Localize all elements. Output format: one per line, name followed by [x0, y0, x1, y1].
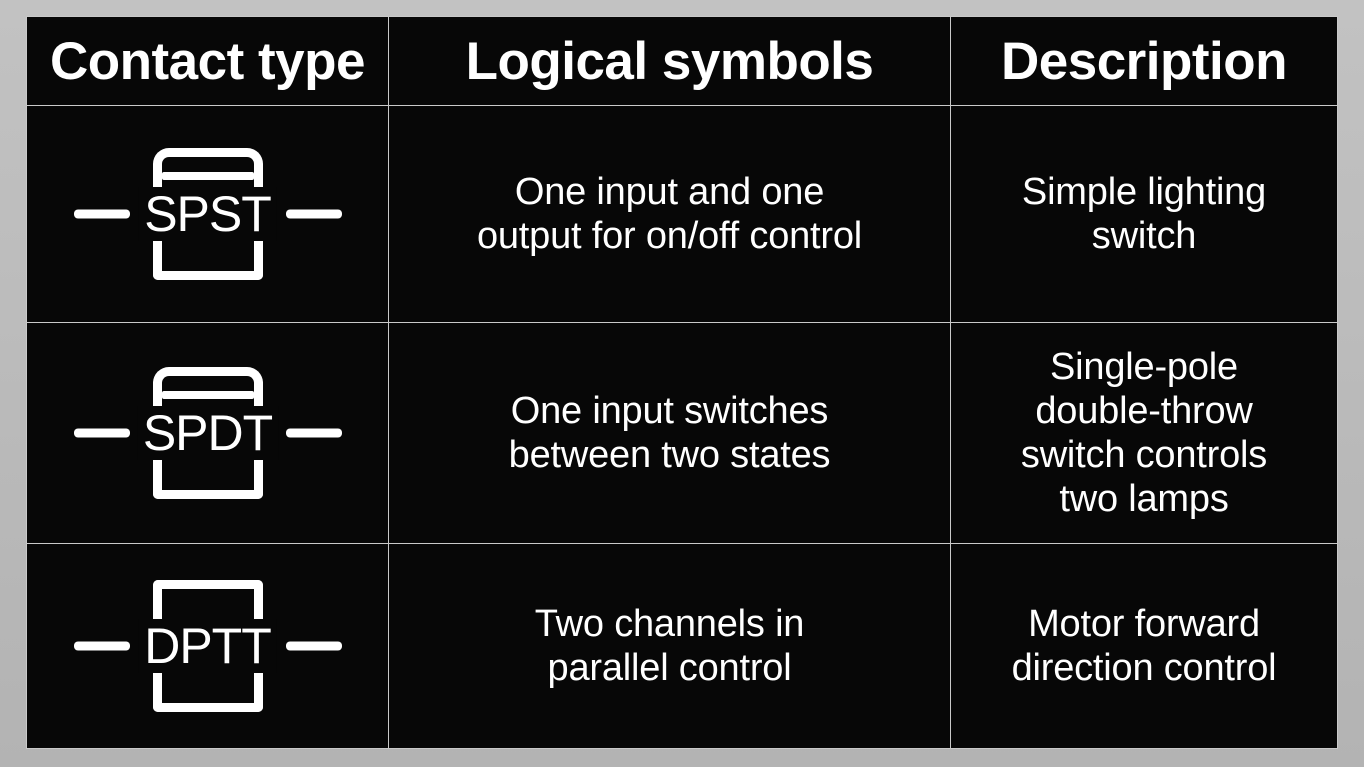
table-row: SPDT One input switches between two stat…	[26, 322, 1338, 544]
logical-symbol-cell: Two channels in parallel control	[388, 543, 951, 749]
symbol-bracket-bottom-icon	[152, 666, 263, 712]
symbol-lead-right-icon	[285, 641, 342, 651]
description-line: switch controls	[1020, 434, 1268, 476]
logical-symbol-line: between two states	[508, 434, 831, 476]
switch-symbol-spdt: SPDT	[73, 367, 342, 499]
contact-type-symbol-cell-dptt: DPTT	[26, 543, 389, 749]
column-header-contact-type: Contact type	[26, 16, 389, 106]
table-row: SPST One input and one output for on/off…	[26, 105, 1338, 323]
table-header-row: Contact type Logical symbols Description	[26, 16, 1338, 106]
logical-symbol-line: One input switches	[510, 389, 829, 432]
symbol-label: SPST	[138, 187, 277, 241]
description-line: Single-pole	[1050, 345, 1238, 388]
symbol-lead-left-icon	[73, 209, 130, 219]
logical-symbol-cell: One input switches between two states	[388, 322, 951, 544]
symbol-lead-right-icon	[285, 428, 342, 438]
logical-symbol-line: Two channels in	[534, 602, 805, 645]
table-body: SPST One input and one output for on/off…	[26, 105, 1338, 749]
table-row: DPTT Two channels in parallel control Mo…	[26, 543, 1338, 749]
symbol-bracket-top-icon	[152, 367, 263, 413]
description-line: Simple lighting	[1021, 170, 1267, 213]
symbol-lead-left-icon	[73, 641, 130, 651]
column-header-description: Description	[950, 16, 1338, 106]
table-header: Contact type Logical symbols Description	[26, 16, 1338, 106]
description-line: double-throw	[1035, 389, 1253, 432]
contact-type-symbol-cell-spst: SPST	[26, 105, 389, 323]
symbol-drawer-line-icon	[161, 391, 254, 399]
description-line: Motor forward	[1028, 602, 1260, 645]
logical-symbol-line: output for on/off control	[476, 215, 863, 257]
description-cell: Motor forward direction control	[950, 543, 1338, 749]
switch-symbol-dptt: DPTT	[73, 580, 342, 712]
description-line: two lamps	[1059, 478, 1229, 521]
logical-symbol-line: One input and one	[514, 170, 825, 213]
symbol-drawer-line-icon	[161, 172, 254, 180]
switch-symbol-spst: SPST	[73, 148, 342, 280]
symbol-label: SPDT	[136, 406, 279, 460]
contact-type-table-container: Contact type Logical symbols Description…	[26, 16, 1338, 749]
description-cell: Single-pole double-throw switch controls…	[950, 322, 1338, 544]
contact-type-symbol-cell-spdt: SPDT	[26, 322, 389, 544]
symbol-bracket-bottom-icon	[152, 234, 263, 280]
symbol-bracket-bottom-icon	[152, 453, 263, 499]
symbol-bracket-top-icon	[152, 148, 263, 194]
symbol-label: DPTT	[138, 619, 277, 673]
symbol-bracket-top-icon	[152, 580, 263, 626]
column-header-logical-symbols: Logical symbols	[388, 16, 951, 106]
contact-type-table: Contact type Logical symbols Description…	[26, 16, 1338, 749]
description-line: direction control	[1011, 647, 1277, 689]
symbol-lead-right-icon	[285, 209, 342, 219]
symbol-lead-left-icon	[73, 428, 130, 438]
description-cell: Simple lighting switch	[950, 105, 1338, 323]
logical-symbol-cell: One input and one output for on/off cont…	[388, 105, 951, 323]
logical-symbol-line: parallel control	[547, 647, 792, 689]
description-line: switch	[1091, 215, 1197, 257]
